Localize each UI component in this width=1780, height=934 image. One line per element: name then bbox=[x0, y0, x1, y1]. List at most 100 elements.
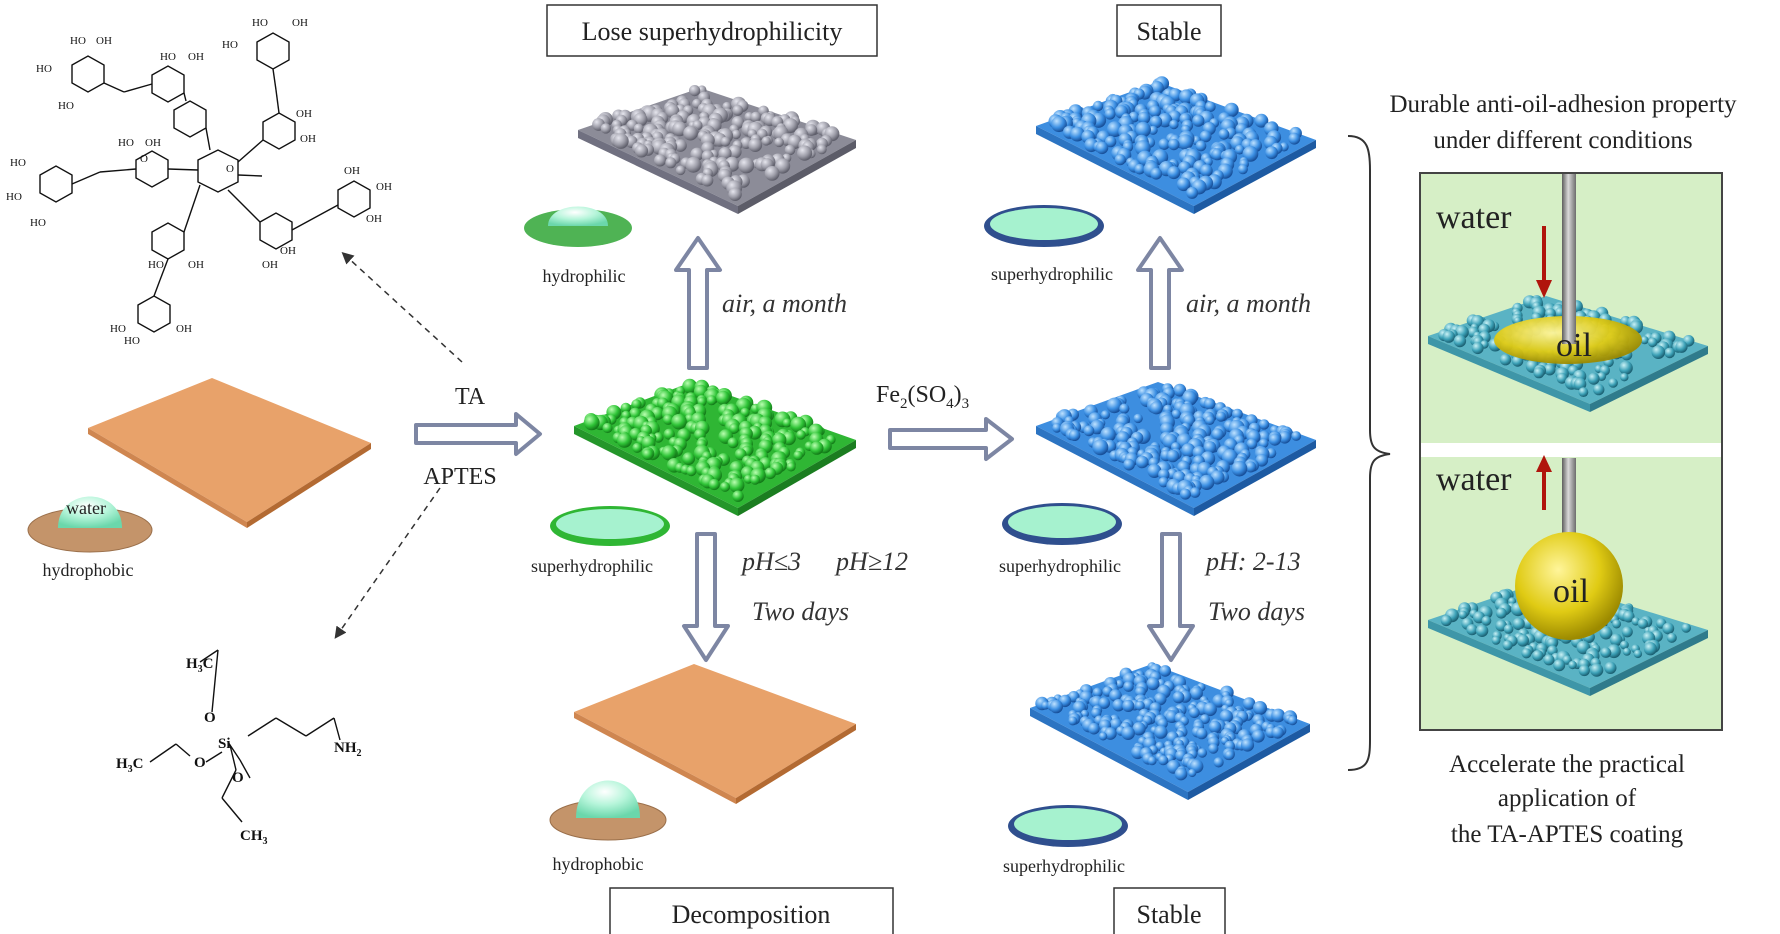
particle bbox=[1234, 144, 1245, 155]
particle bbox=[1166, 449, 1180, 463]
particle bbox=[1135, 121, 1151, 138]
particle bbox=[1203, 702, 1217, 717]
blue-particles-top bbox=[1048, 76, 1302, 199]
particle bbox=[1098, 732, 1108, 741]
needle-top bbox=[1562, 174, 1576, 344]
particle bbox=[1134, 686, 1146, 698]
particle bbox=[1148, 125, 1158, 135]
chem-oh-2: OH bbox=[188, 51, 204, 63]
particle bbox=[774, 137, 784, 148]
particle bbox=[1177, 134, 1194, 150]
particle bbox=[1590, 663, 1604, 677]
particle bbox=[1647, 337, 1658, 348]
blue-substrate-top bbox=[1036, 76, 1316, 214]
particle bbox=[1442, 330, 1456, 343]
particle bbox=[728, 145, 742, 159]
particle bbox=[1123, 681, 1134, 692]
particle bbox=[1088, 722, 1100, 735]
hydrophilic-top-label: hydrophilic bbox=[543, 266, 626, 286]
right-title-line1: Durable anti-oil-adhesion property bbox=[1389, 91, 1737, 118]
ph-le3-label: pH≤3 bbox=[740, 547, 801, 576]
particle bbox=[784, 144, 796, 156]
particle bbox=[1068, 429, 1081, 441]
particle bbox=[793, 450, 803, 461]
aptes-nh2: NH2 bbox=[334, 740, 362, 759]
footer-line1: Accelerate the practical bbox=[1449, 751, 1685, 778]
particle bbox=[718, 147, 732, 160]
tannic-acid-structure bbox=[39, 32, 371, 333]
particle bbox=[1556, 372, 1568, 384]
particle bbox=[1196, 727, 1208, 740]
chem-oh-7: OH bbox=[188, 259, 204, 271]
particle bbox=[1265, 146, 1278, 160]
particle bbox=[1049, 699, 1064, 714]
particle bbox=[1100, 426, 1116, 443]
superhydrophilic-bottom-right-label: superhydrophilic bbox=[1003, 856, 1125, 876]
particle bbox=[1255, 454, 1269, 467]
superhydrophilic-center-label: superhydrophilic bbox=[531, 556, 653, 576]
particle bbox=[1051, 116, 1067, 133]
stable-bottom-label: Stable bbox=[1137, 900, 1202, 929]
particle bbox=[1188, 768, 1197, 778]
particle bbox=[1169, 119, 1179, 130]
particle bbox=[1106, 397, 1123, 414]
chem-oh-8: OH bbox=[262, 259, 278, 271]
particle bbox=[1599, 626, 1613, 640]
particle bbox=[1123, 458, 1135, 471]
chem-oh-12: OH bbox=[366, 213, 382, 225]
particle bbox=[1135, 700, 1145, 711]
particle bbox=[708, 478, 720, 491]
particle bbox=[1149, 105, 1161, 118]
aptes-o-bottom: O bbox=[232, 770, 244, 786]
arrow-down-right bbox=[1147, 532, 1195, 662]
chem-ho-3: HO bbox=[58, 100, 74, 112]
chem-ho-11: HO bbox=[148, 259, 164, 271]
blue-particles-bottom bbox=[1035, 662, 1298, 781]
aptes-ch3: CH3 bbox=[240, 828, 268, 847]
particle bbox=[764, 166, 780, 181]
fe-label: Fe2(SO4)3 bbox=[876, 382, 969, 412]
particle bbox=[816, 144, 827, 155]
particle bbox=[1502, 640, 1513, 651]
particle bbox=[675, 165, 686, 176]
chem-oh-10: OH bbox=[344, 165, 360, 177]
particle bbox=[654, 154, 667, 167]
right-title-line2: under different conditions bbox=[1433, 127, 1692, 154]
particle bbox=[1604, 661, 1617, 675]
particle bbox=[1453, 334, 1467, 348]
particle bbox=[674, 139, 687, 152]
particle bbox=[642, 448, 654, 460]
blue-substrate-mid bbox=[1036, 382, 1316, 516]
particle bbox=[1052, 423, 1062, 433]
chem-ho-2: HO bbox=[36, 63, 52, 75]
chem-oh-4: OH bbox=[296, 108, 312, 120]
particle bbox=[1119, 403, 1130, 414]
particle bbox=[1499, 354, 1512, 366]
particle bbox=[1150, 81, 1164, 95]
aptes-h3c-top: H3C bbox=[186, 656, 214, 675]
particle bbox=[1620, 640, 1629, 650]
particle bbox=[1253, 701, 1267, 715]
particle bbox=[689, 85, 701, 97]
particle bbox=[1512, 617, 1525, 631]
particle bbox=[1172, 691, 1185, 704]
particle bbox=[1254, 113, 1269, 128]
particle bbox=[1179, 488, 1191, 500]
particle bbox=[1153, 692, 1167, 706]
particle bbox=[685, 156, 702, 173]
particle bbox=[661, 445, 677, 461]
particle bbox=[1271, 708, 1286, 723]
particle bbox=[1149, 115, 1163, 129]
tannic-acid-labels: HO OH HO HO HO OH HO OH HO OH OH HO HO H… bbox=[6, 17, 392, 347]
particle bbox=[1218, 128, 1230, 140]
particle bbox=[1199, 474, 1215, 490]
ph-ge12-label: pH≥12 bbox=[834, 547, 908, 576]
particle bbox=[1205, 101, 1216, 113]
particle bbox=[1132, 722, 1146, 736]
particle bbox=[1092, 439, 1109, 456]
particle bbox=[1481, 615, 1492, 626]
particle bbox=[1287, 715, 1298, 726]
superhydrophilic-drop-mid-right bbox=[1002, 503, 1122, 545]
particle bbox=[1491, 636, 1501, 645]
